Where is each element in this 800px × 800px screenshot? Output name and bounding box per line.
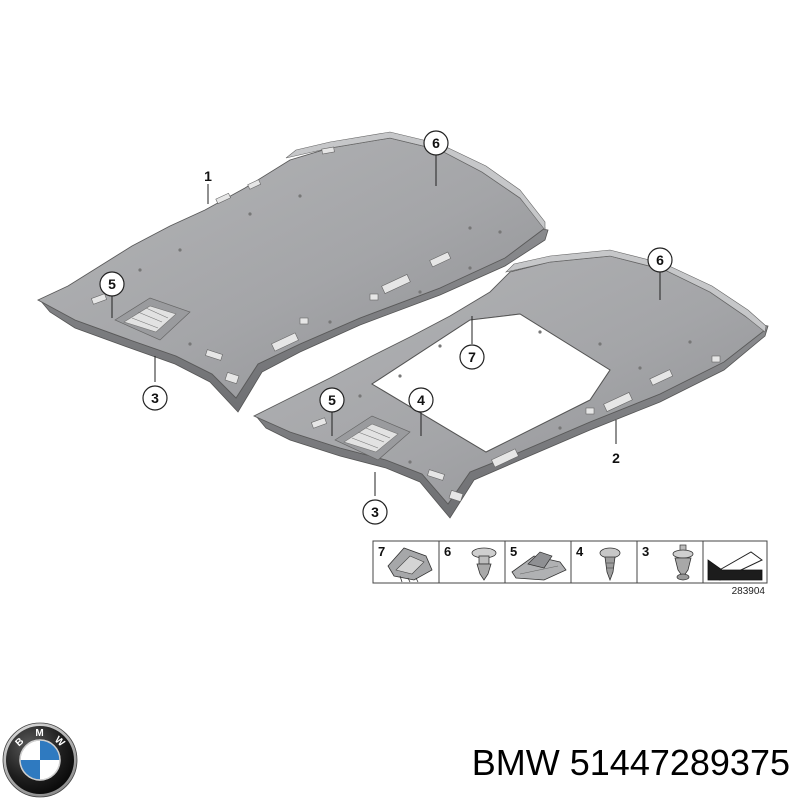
callout-5b: 5 <box>319 387 345 413</box>
headliner-1-console-grid <box>123 305 177 333</box>
callout-5a-label: 5 <box>108 276 116 292</box>
diagram-reference-number: 283904 <box>732 586 766 597</box>
callout-2: 2 <box>612 450 620 466</box>
push-rivet-icon <box>471 547 497 581</box>
wedge-icon <box>707 551 763 581</box>
callout-4: 4 <box>408 387 434 413</box>
callout-5b-label: 5 <box>328 392 336 408</box>
callout-3b-label: 3 <box>371 504 379 520</box>
expanding-rivet-icon <box>672 544 694 581</box>
headliner-1-cutouts <box>91 146 452 385</box>
parts-legend: 7 6 5 4 3 <box>372 540 768 584</box>
callout-4-label: 4 <box>417 392 425 408</box>
legend-number-3: 3 <box>642 544 649 559</box>
callout-1: 1 <box>204 168 212 184</box>
headliner-2 <box>252 249 769 519</box>
clip-icon <box>387 547 433 583</box>
legend-number-6: 6 <box>444 544 451 559</box>
logo-letter-m: M <box>35 728 44 739</box>
callout-1-label: 1 <box>204 168 212 184</box>
callout-7: 7 <box>459 344 485 370</box>
callout-2-label: 2 <box>612 450 620 466</box>
callout-3b: 3 <box>362 499 388 525</box>
legend-number-5: 5 <box>510 544 517 559</box>
bmw-logo: B M W <box>2 722 78 798</box>
callout-3a-label: 3 <box>151 390 159 406</box>
sunroof-opening <box>371 313 611 453</box>
headliner-2-rear-lip <box>505 249 767 333</box>
callout-7-label: 7 <box>468 349 476 365</box>
callout-leaders <box>111 155 661 496</box>
headliner-2-console-grid <box>343 423 399 453</box>
plug-rivet-icon <box>599 547 621 582</box>
callout-6b: 6 <box>647 247 673 273</box>
headliner-1-rear-lip <box>285 131 546 231</box>
callout-3a: 3 <box>142 385 168 411</box>
callout-6a: 6 <box>423 130 449 156</box>
callout-6a-label: 6 <box>432 135 440 151</box>
bracket-icon <box>511 551 567 581</box>
legend-number-7: 7 <box>378 544 385 559</box>
callout-6b-label: 6 <box>656 252 664 268</box>
part-number-caption: BMW 51447289375 <box>472 742 790 783</box>
callout-5a: 5 <box>99 271 125 297</box>
headliner-1 <box>36 131 549 413</box>
headliner-1-clip-dots <box>138 194 502 346</box>
legend-number-4: 4 <box>576 544 584 559</box>
headliner-2-clip-dots <box>358 330 692 464</box>
headliner-2-cutouts <box>311 355 721 503</box>
